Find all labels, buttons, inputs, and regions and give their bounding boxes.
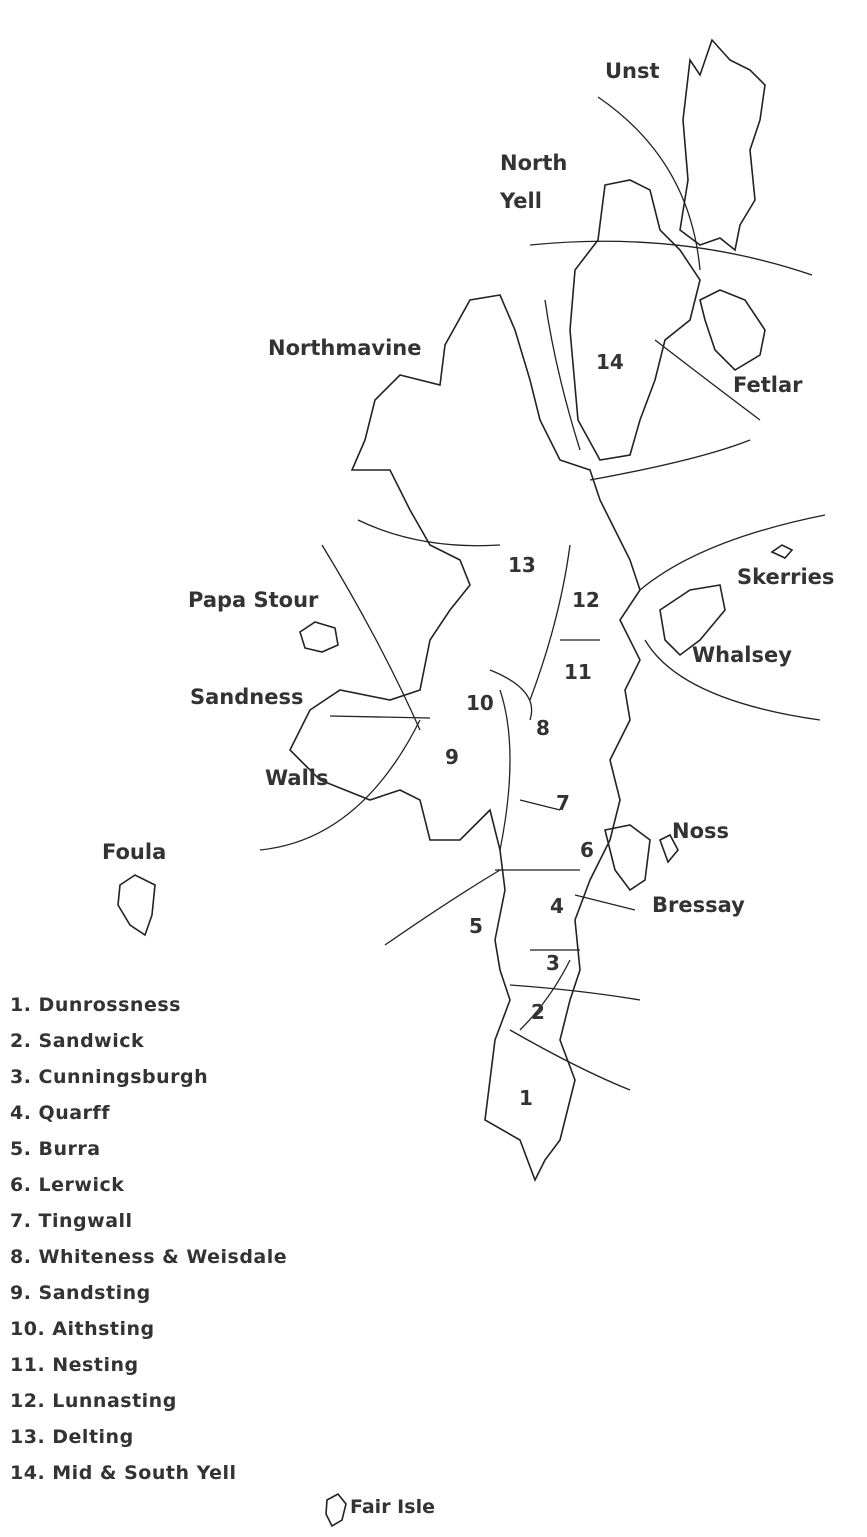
mainland-outline bbox=[289, 294, 641, 1182]
label-foula: Foula bbox=[102, 840, 166, 864]
parish-number-3: 3 bbox=[546, 951, 560, 975]
label-skerries: Skerries bbox=[737, 565, 834, 589]
label-whalsey: Whalsey bbox=[692, 643, 792, 667]
label-north-yell-1: North bbox=[500, 151, 567, 175]
label-north-yell-2: Yell bbox=[499, 189, 542, 213]
parish-boundaries bbox=[259, 96, 826, 1091]
label-noss: Noss bbox=[672, 819, 729, 843]
yell-outline bbox=[569, 179, 701, 461]
papa-stour-outline bbox=[299, 621, 339, 653]
parish-number-8: 8 bbox=[536, 716, 550, 740]
label-walls: Walls bbox=[265, 766, 328, 790]
parish-number-11: 11 bbox=[564, 660, 592, 684]
legend-item: 7. Tingwall bbox=[10, 1210, 133, 1232]
legend-item: 14. Mid & South Yell bbox=[10, 1462, 237, 1484]
legend-item: 9. Sandsting bbox=[10, 1282, 151, 1304]
label-unst: Unst bbox=[605, 59, 660, 83]
parish-number-9: 9 bbox=[445, 745, 459, 769]
parish-number-4: 4 bbox=[550, 894, 564, 918]
parish-number-6: 6 bbox=[580, 838, 594, 862]
unst-outline bbox=[679, 38, 766, 252]
parish-number-14: 14 bbox=[596, 350, 624, 374]
legend-item: 8. Whiteness & Weisdale bbox=[10, 1246, 288, 1268]
parish-number-13: 13 bbox=[508, 553, 536, 577]
label-bressay: Bressay bbox=[652, 893, 745, 917]
legend-item: 5. Burra bbox=[10, 1138, 101, 1160]
whalsay-outline bbox=[659, 584, 726, 657]
label-fair-isle: Fair Isle bbox=[350, 1496, 435, 1518]
legend-item: 3. Cunningsburgh bbox=[10, 1066, 209, 1088]
legend-item: 11. Nesting bbox=[10, 1354, 139, 1376]
fair-isle-outline bbox=[325, 1492, 347, 1528]
legend-item: 13. Delting bbox=[10, 1426, 134, 1448]
legend-item: 12. Lunnasting bbox=[10, 1390, 177, 1412]
fetlar-outline bbox=[699, 289, 766, 372]
label-sandness: Sandness bbox=[190, 685, 303, 709]
legend-item: 1. Dunrossness bbox=[10, 994, 181, 1016]
legend-item: 10. Aithsting bbox=[10, 1318, 155, 1340]
bressay-outline bbox=[604, 824, 651, 892]
label-papa-stour: Papa Stour bbox=[188, 588, 319, 612]
legend-item: 2. Sandwick bbox=[10, 1030, 145, 1052]
parish-number-7: 7 bbox=[556, 791, 570, 815]
parish-number-12: 12 bbox=[572, 588, 600, 612]
foula-outline bbox=[117, 874, 156, 937]
label-northmavine: Northmavine bbox=[268, 336, 421, 360]
legend-item: 6. Lerwick bbox=[10, 1174, 125, 1196]
parish-number-10: 10 bbox=[466, 691, 494, 715]
legend-item: 4. Quarff bbox=[10, 1102, 110, 1124]
noss-outline bbox=[659, 833, 679, 864]
parish-number-2: 2 bbox=[531, 1000, 545, 1024]
parish-number-5: 5 bbox=[469, 914, 483, 938]
parish-legend: 1. Dunrossness 2. Sandwick 3. Cunningsbu… bbox=[10, 990, 287, 1494]
skerries-outline bbox=[770, 544, 794, 559]
label-fetlar: Fetlar bbox=[733, 373, 803, 397]
parish-number-1: 1 bbox=[519, 1086, 533, 1110]
